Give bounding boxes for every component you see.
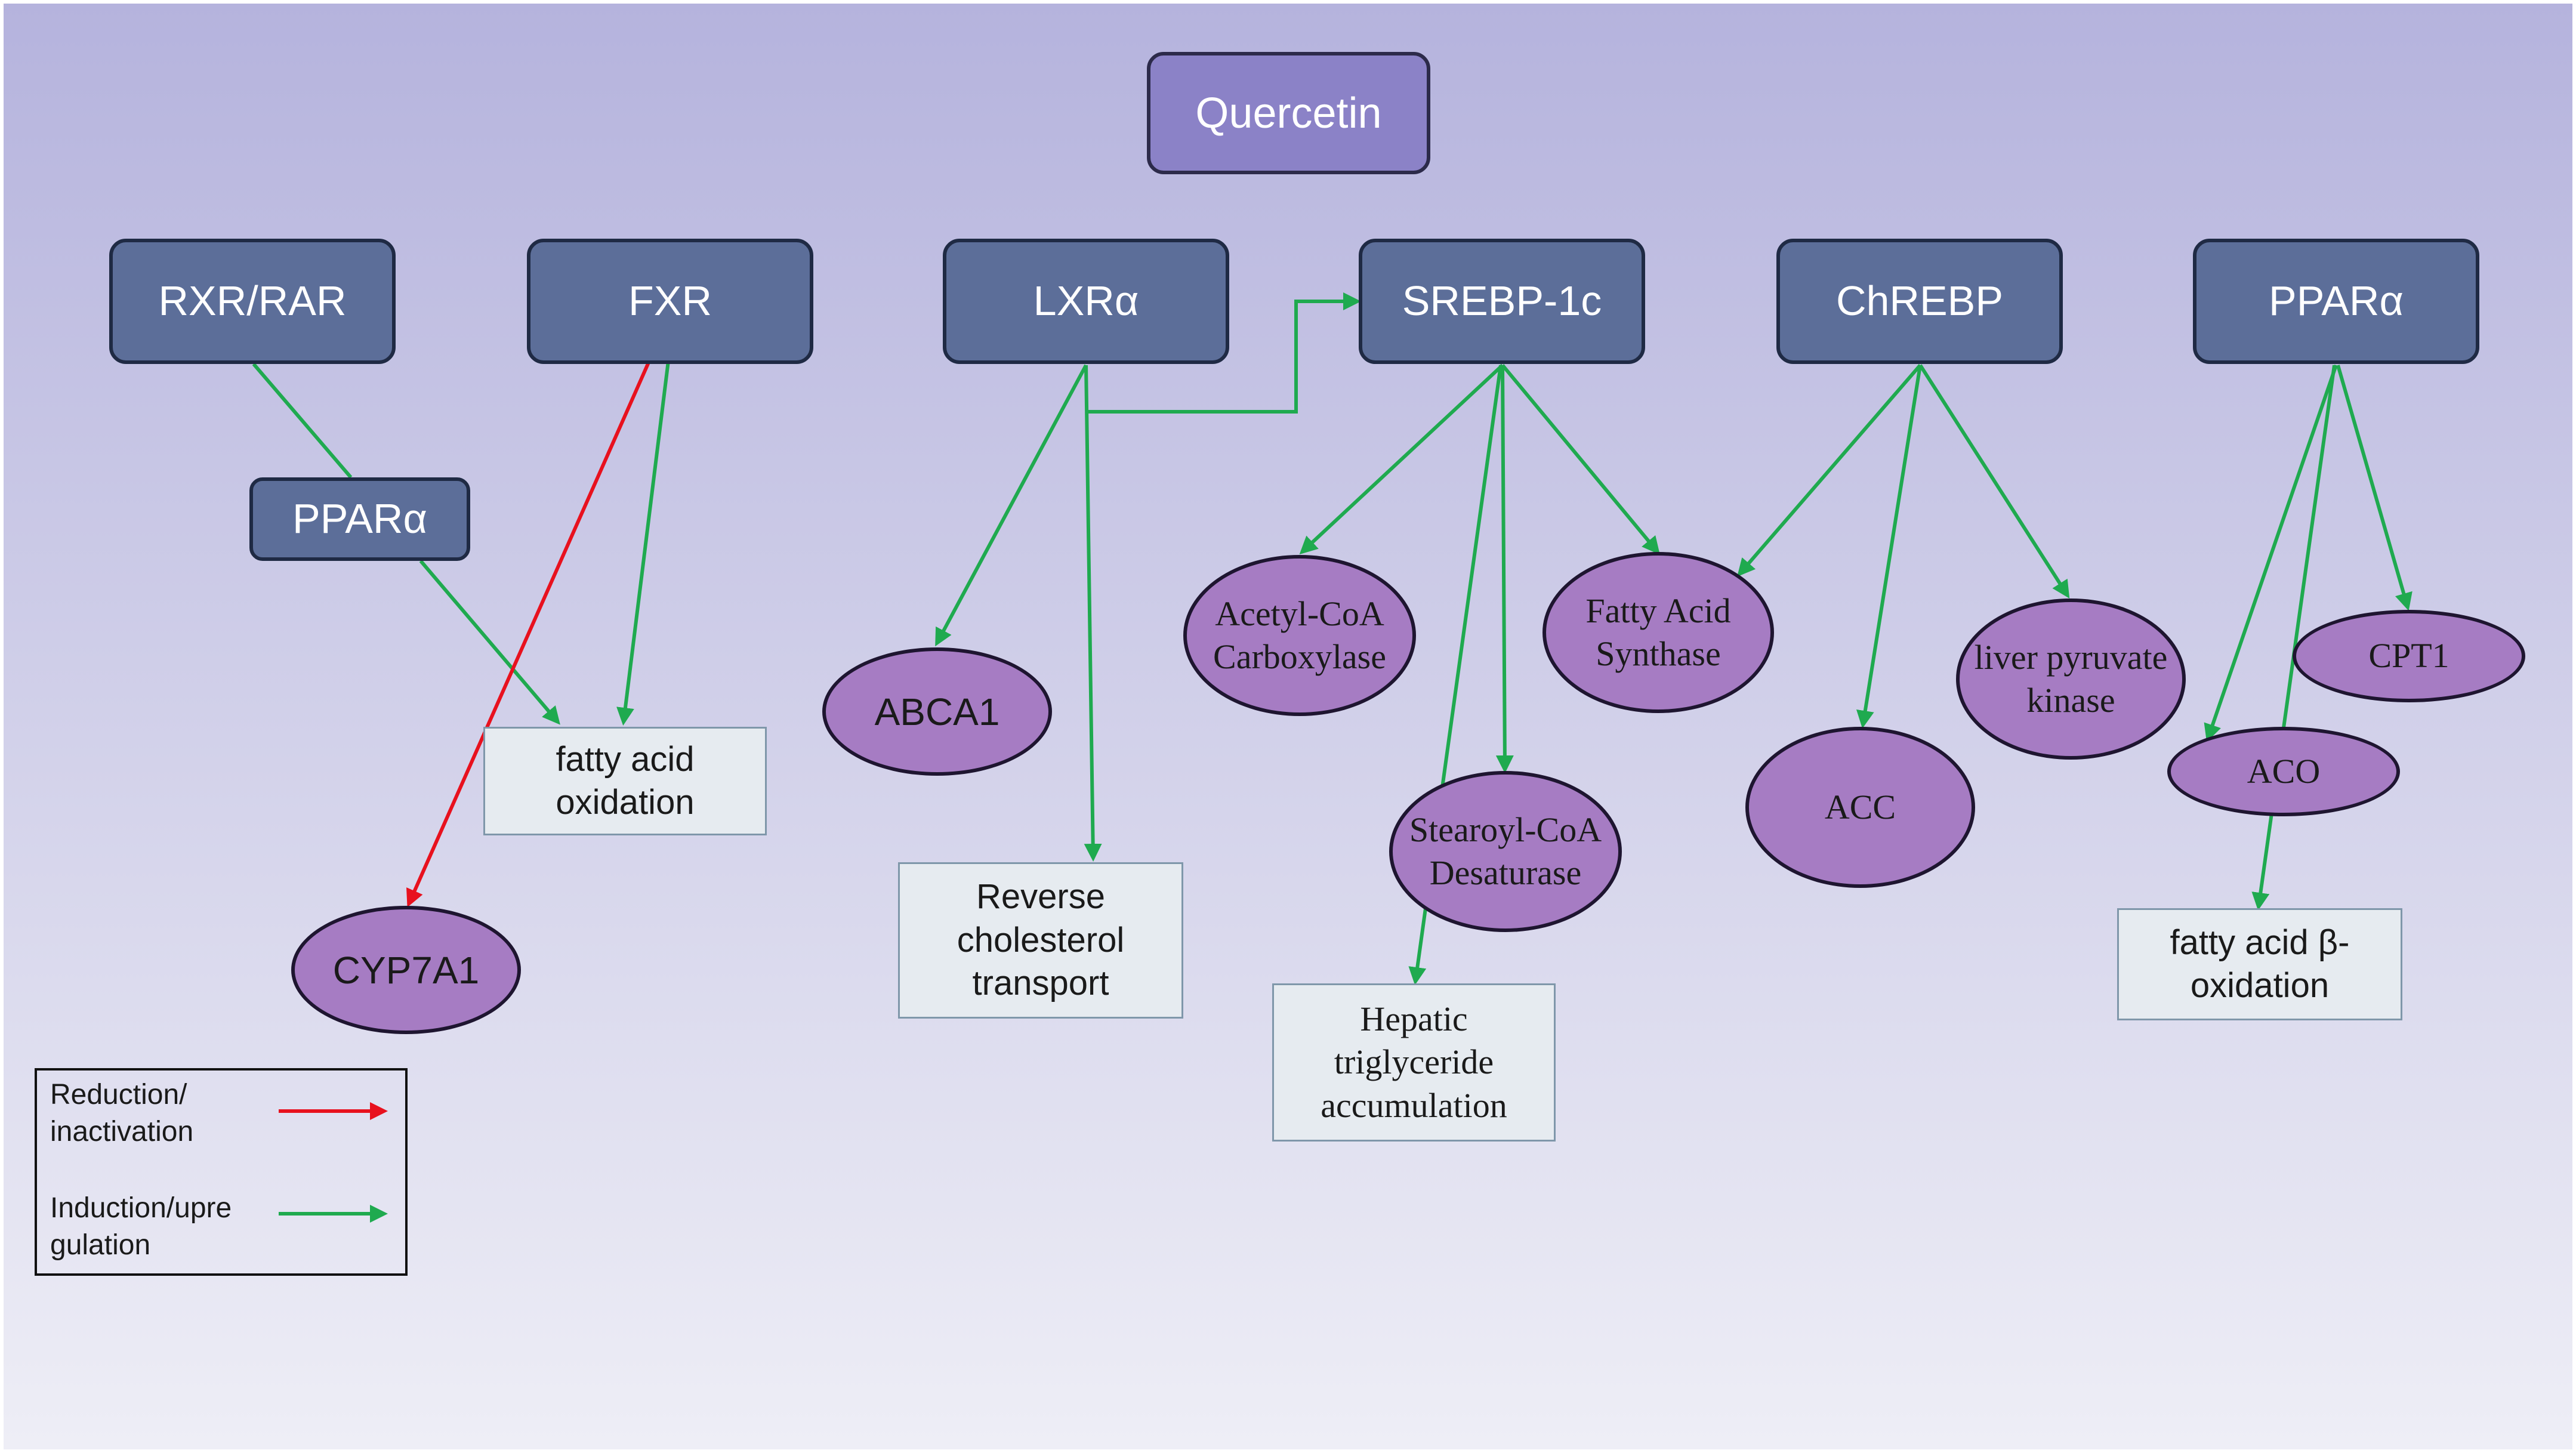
box-fatty-acid-beta-oxidation: fatty acid β-oxidation — [2117, 908, 2402, 1020]
edge-ppara-fao — [419, 560, 560, 725]
edge-ppara-aco — [2204, 365, 2338, 742]
edge-chrebp-lpk — [1918, 364, 2070, 599]
box-hepatic-triglyceride-accumulation: Hepatic triglyceride accumulation — [1272, 983, 1556, 1142]
edge-srebp1c-fas — [1501, 364, 1660, 555]
box-fatty-acid-oxidation: fatty acid oxidation — [483, 727, 767, 835]
edge-fxr-fao — [616, 360, 670, 726]
edge-srebp1c-scd — [1495, 365, 1514, 773]
node-ppara-mid: PPARα — [249, 477, 470, 561]
node-chrebp: ChREBP — [1776, 239, 2063, 364]
edge-ppara-cpt1 — [2336, 365, 2413, 611]
edge-chrebp-acc — [1856, 365, 1922, 729]
edge-lxra-rct — [1084, 365, 1102, 862]
node-quercetin: Quercetin — [1147, 52, 1430, 174]
oval-stearoyl-coa-desaturase: Stearoyl-CoA Desaturase — [1389, 771, 1622, 932]
node-fxr: FXR — [527, 239, 813, 364]
oval-aco: ACO — [2167, 727, 2400, 816]
edge-chrebp-fas — [1737, 364, 1922, 577]
edge-srebp1c-acccarb — [1299, 363, 1504, 555]
edge-rxrrar-ppara — [252, 363, 353, 479]
oval-acetyl-coa-carboxylase: Acetyl-CoA Carboxylase — [1183, 555, 1416, 716]
legend-swatches — [279, 1102, 388, 1223]
edge-lxra-abca1 — [935, 364, 1088, 647]
edge-lxra-srebp1c — [1087, 292, 1361, 414]
oval-cyp7a1: CYP7A1 — [291, 906, 521, 1034]
node-rxr-rar: RXR/RAR — [109, 239, 396, 364]
edge-ppara-fabo — [2251, 365, 2336, 911]
oval-fatty-acid-synthase: Fatty Acid Synthase — [1542, 552, 1774, 713]
oval-cpt1: CPT1 — [2293, 610, 2525, 702]
node-ppara-top: PPARα — [2193, 239, 2479, 364]
box-reverse-cholesterol-transport: Reverse cholesterol transport — [898, 862, 1183, 1019]
oval-liver-pyruvate-kinase: liver pyruvate kinase — [1956, 599, 2186, 760]
edge-fxr-cyp7a1 — [406, 360, 651, 908]
node-srebp1c: SREBP-1c — [1359, 239, 1645, 364]
legend-induction-label: Induction/upre gulation — [50, 1192, 232, 1261]
node-lxra: LXRα — [943, 239, 1229, 364]
legend: Reduction/ inactivation Induction/upre g… — [35, 1068, 408, 1276]
oval-abca1: ABCA1 — [822, 647, 1052, 776]
legend-reduction-label: Reduction/ inactivation — [50, 1079, 194, 1148]
oval-acc: ACC — [1745, 727, 1975, 888]
